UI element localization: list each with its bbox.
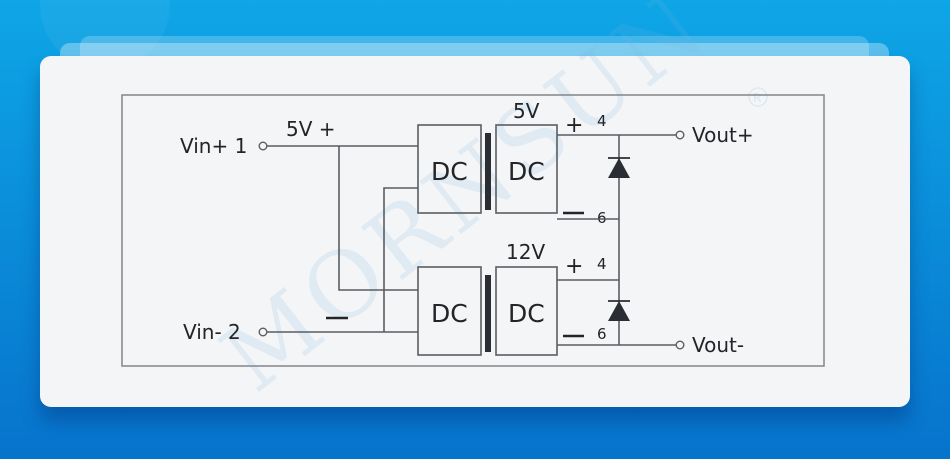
diode-bottom-icon [608, 300, 630, 321]
bottom-plus-sign: + [565, 254, 583, 279]
bottom-input-dc-block [417, 266, 482, 356]
top-plus-sign: + [565, 113, 583, 138]
top-transformer-bar [485, 133, 491, 210]
module-outline [121, 94, 825, 367]
vout-plus-label: Vout+ [692, 123, 754, 147]
top-plus-pin: 4 [597, 112, 607, 130]
watermark-registered-mark: R [748, 87, 768, 107]
top-output-voltage: 5V [513, 99, 540, 123]
vin-plus-label: Vin+ 1 [180, 134, 247, 158]
module-top: DC DC 5V + 4 6 [417, 99, 607, 227]
bottom-minus-pin: 6 [597, 325, 607, 343]
module-bottom: DC DC 12V + 4 6 [417, 240, 607, 356]
bottom-output-dc-block [495, 266, 558, 356]
diagram-card [40, 56, 910, 407]
watermark-text: MORNSUN [203, 0, 728, 412]
svg-text:R: R [753, 91, 761, 105]
diode-top-icon [608, 157, 630, 178]
bottom-input-dc-label: DC [431, 299, 468, 328]
input-voltage-label: 5V + [286, 117, 336, 141]
vin-minus-label: Vin- 2 [183, 320, 241, 344]
bottom-plus-pin: 4 [597, 255, 607, 273]
top-input-dc-block [417, 124, 482, 214]
input-wiring [267, 145, 418, 333]
bottom-output-dc-label: DC [508, 299, 545, 328]
top-minus-pin: 6 [597, 209, 607, 227]
vout-minus-label: Vout- [692, 333, 744, 357]
watermark: MORNSUN [203, 0, 728, 412]
bottom-output-voltage: 12V [506, 240, 545, 264]
bottom-transformer-bar [485, 275, 491, 352]
vout-plus-terminal [675, 130, 685, 140]
vin-plus-terminal [258, 141, 268, 151]
vin-minus-terminal [258, 327, 268, 337]
vout-minus-terminal [675, 340, 685, 350]
top-input-dc-label: DC [431, 157, 468, 186]
top-output-dc-label: DC [508, 157, 545, 186]
top-output-dc-block [495, 124, 558, 214]
